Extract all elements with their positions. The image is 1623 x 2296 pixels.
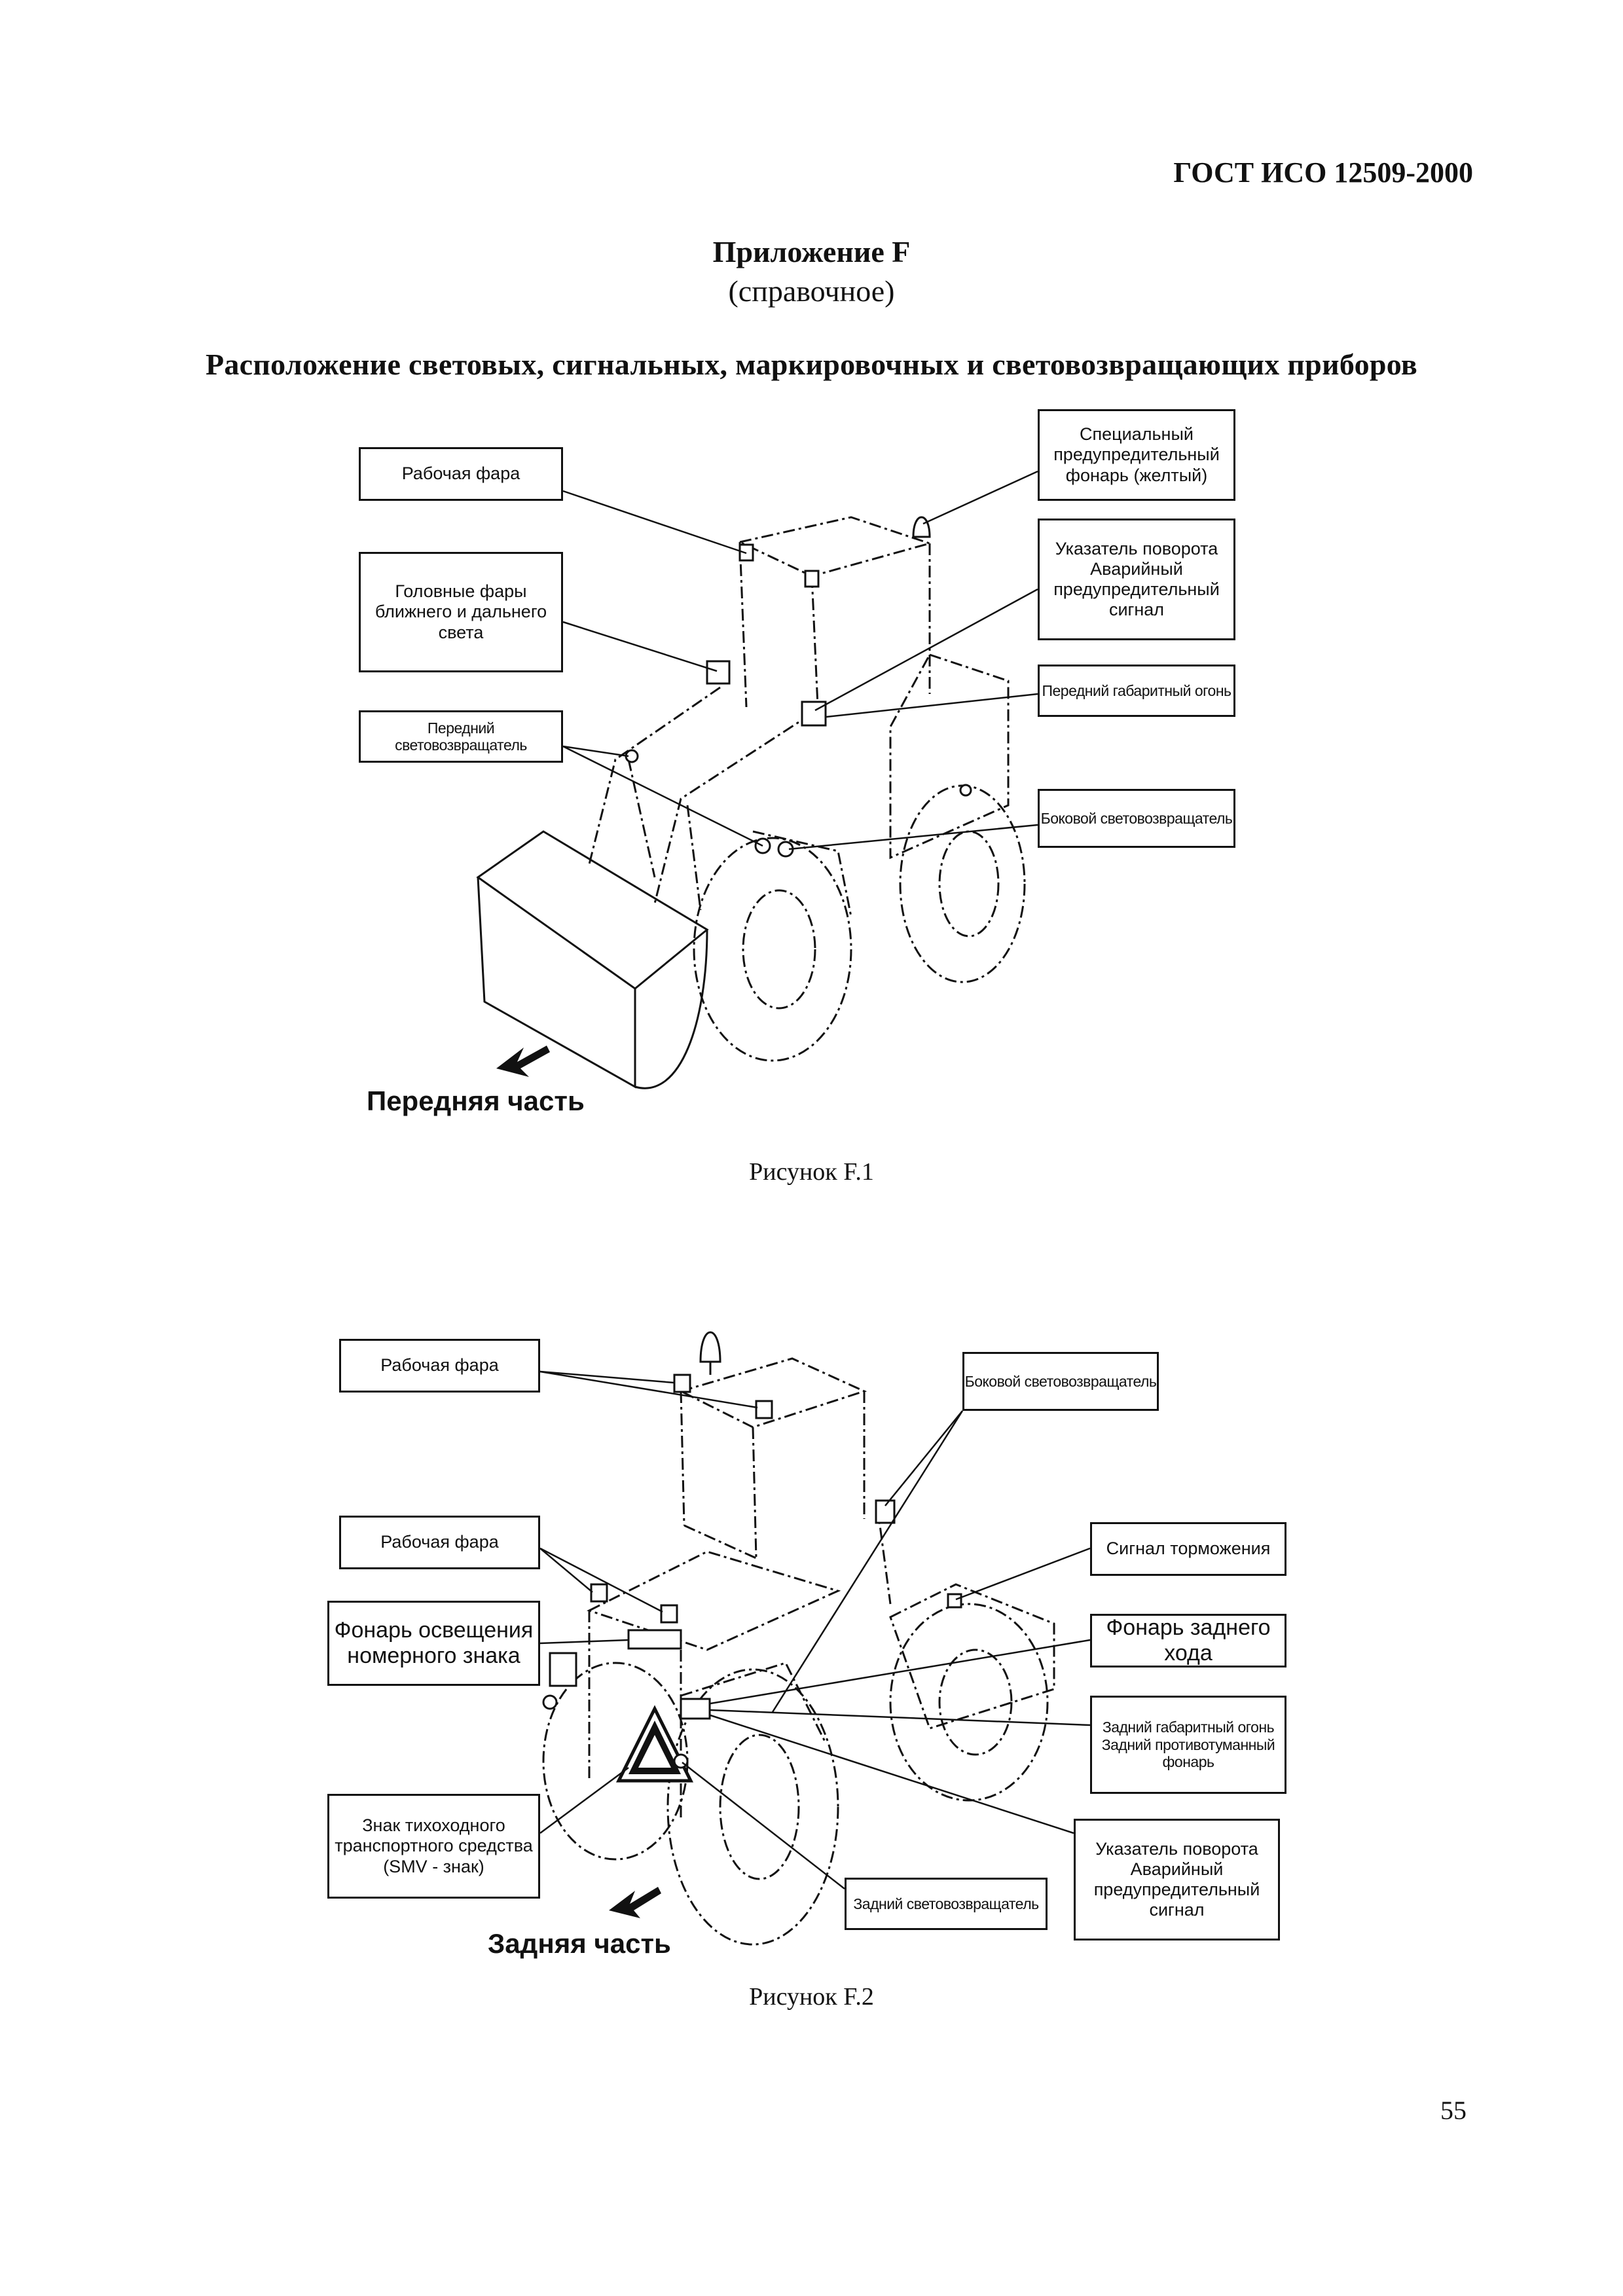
fig2-label-side-reflector: Боковой световозвращатель xyxy=(962,1352,1159,1411)
fig2-label-turn-signal: Указатель поворота Аварийный предупредит… xyxy=(1074,1819,1280,1941)
fig1-label-side-reflector: Боковой световозвращатель xyxy=(1038,789,1235,848)
fig1-label-turn-signal: Указатель поворота Аварийный предупредит… xyxy=(1038,519,1235,640)
figure-1-caption: Рисунок F.1 xyxy=(749,1158,874,1186)
page-number: 55 xyxy=(1440,2096,1467,2125)
standard-code: ГОСТ ИСО 12509-2000 xyxy=(1173,156,1473,189)
figure-2-caption: Рисунок F.2 xyxy=(749,1983,874,2011)
fig2-label-reverse-lamp: Фонарь заднего хода xyxy=(1090,1614,1286,1667)
appendix-title: Приложение F xyxy=(712,235,911,268)
fig1-label-front-position: Передний габаритный огонь xyxy=(1038,665,1235,717)
fig2-label-rear-reflector: Задний световозвращатель xyxy=(845,1878,1048,1930)
fig1-direction-label: Передняя часть xyxy=(367,1085,585,1116)
main-title: Расположение световых, сигнальных, марки… xyxy=(205,348,1418,381)
fig1-label-work-lamp: Рабочая фара xyxy=(359,447,563,501)
fig1-label-special-warning: Специальный предупредительный фонарь (же… xyxy=(1038,409,1235,501)
fig2-label-work-lamp-top: Рабочая фара xyxy=(339,1339,540,1393)
fig1-label-headlamps: Головные фары ближнего и дальнего света xyxy=(359,552,563,672)
figure-1-drawing xyxy=(476,470,1038,1089)
fig2-label-rear-position-fog: Задний габаритный огонь Задний противоту… xyxy=(1090,1696,1286,1794)
fig2-label-plate-lamp: Фонарь освещения номерного знака xyxy=(327,1601,540,1686)
appendix-note: (справочное) xyxy=(728,274,895,308)
fig1-label-front-reflector: Передний световозвращатель xyxy=(359,710,563,763)
fig2-label-work-lamp-rear: Рабочая фара xyxy=(339,1516,540,1569)
fig2-label-smv-sign: Знак тихоходного транспортного средства … xyxy=(327,1794,540,1899)
fig2-direction-label: Задняя часть xyxy=(488,1928,671,1959)
fig2-label-brake-signal: Сигнал торможения xyxy=(1090,1522,1286,1576)
